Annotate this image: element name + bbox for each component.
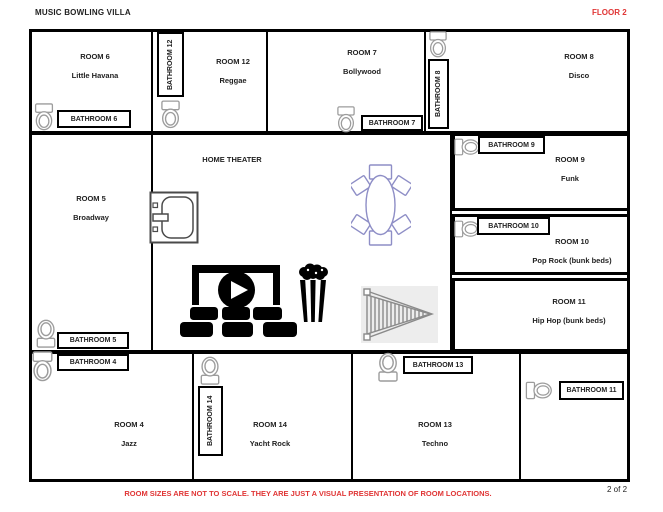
wall-room13-bathroom11 [519,352,521,482]
bathroom-10-label: BATHROOM 10 [477,217,550,235]
movie-theater-icon [179,261,299,346]
popcorn-icon [296,262,330,329]
bathroom-9-label: BATHROOM 9 [478,136,545,154]
dining-table-icon [349,163,413,253]
bathroom-7-label: BATHROOM 7 [361,115,423,131]
bathroom-6-label: BATHROOM 6 [57,110,131,128]
toilet-icon [454,216,480,247]
page-indicator: 2 of 2 [607,485,628,494]
toilet-icon [428,31,448,63]
toilet-icon [454,134,480,165]
wall-hometheater-rightwing [450,133,452,352]
home-theater-label: HOME THEATER [202,155,262,164]
bathroom-12-label: BATHROOM 12 [157,32,184,97]
toilet-icon [335,106,357,138]
bathroom-13-label: BATHROOM 13 [403,356,473,374]
wall-room4-room14 [192,352,194,482]
wall-top-row-bottom [29,131,630,135]
toilet-icon [160,99,181,135]
toilet-icon [31,351,54,387]
floor-label: FLOOR 2 [592,8,627,17]
toilet-icon [525,377,552,409]
toilet-icon [377,352,399,387]
wall-room12-room7 [266,29,268,133]
bathroom-11-label: BATHROOM 11 [559,381,624,400]
bathroom-14-label: BATHROOM 14 [198,386,223,456]
sink-icon [149,191,199,249]
stairs-icon [361,286,438,348]
disclaimer-text: ROOM SIZES ARE NOT TO SCALE. THEY ARE JU… [124,489,492,498]
bathroom-8-label: BATHROOM 8 [428,59,449,129]
page-title: MUSIC BOWLING VILLA [35,8,131,17]
bathroom-4-label: BATHROOM 4 [57,354,129,371]
toilet-icon [35,319,57,353]
wall-room6-room12 [151,29,153,133]
room-11-outline [452,278,630,352]
wall-middle-bottom [29,350,630,354]
toilet-icon [33,103,55,136]
wall-room7-room8 [424,29,426,133]
toilet-icon [199,356,221,390]
bathroom-5-label: BATHROOM 5 [57,332,129,349]
wall-room14-room13 [351,352,353,482]
